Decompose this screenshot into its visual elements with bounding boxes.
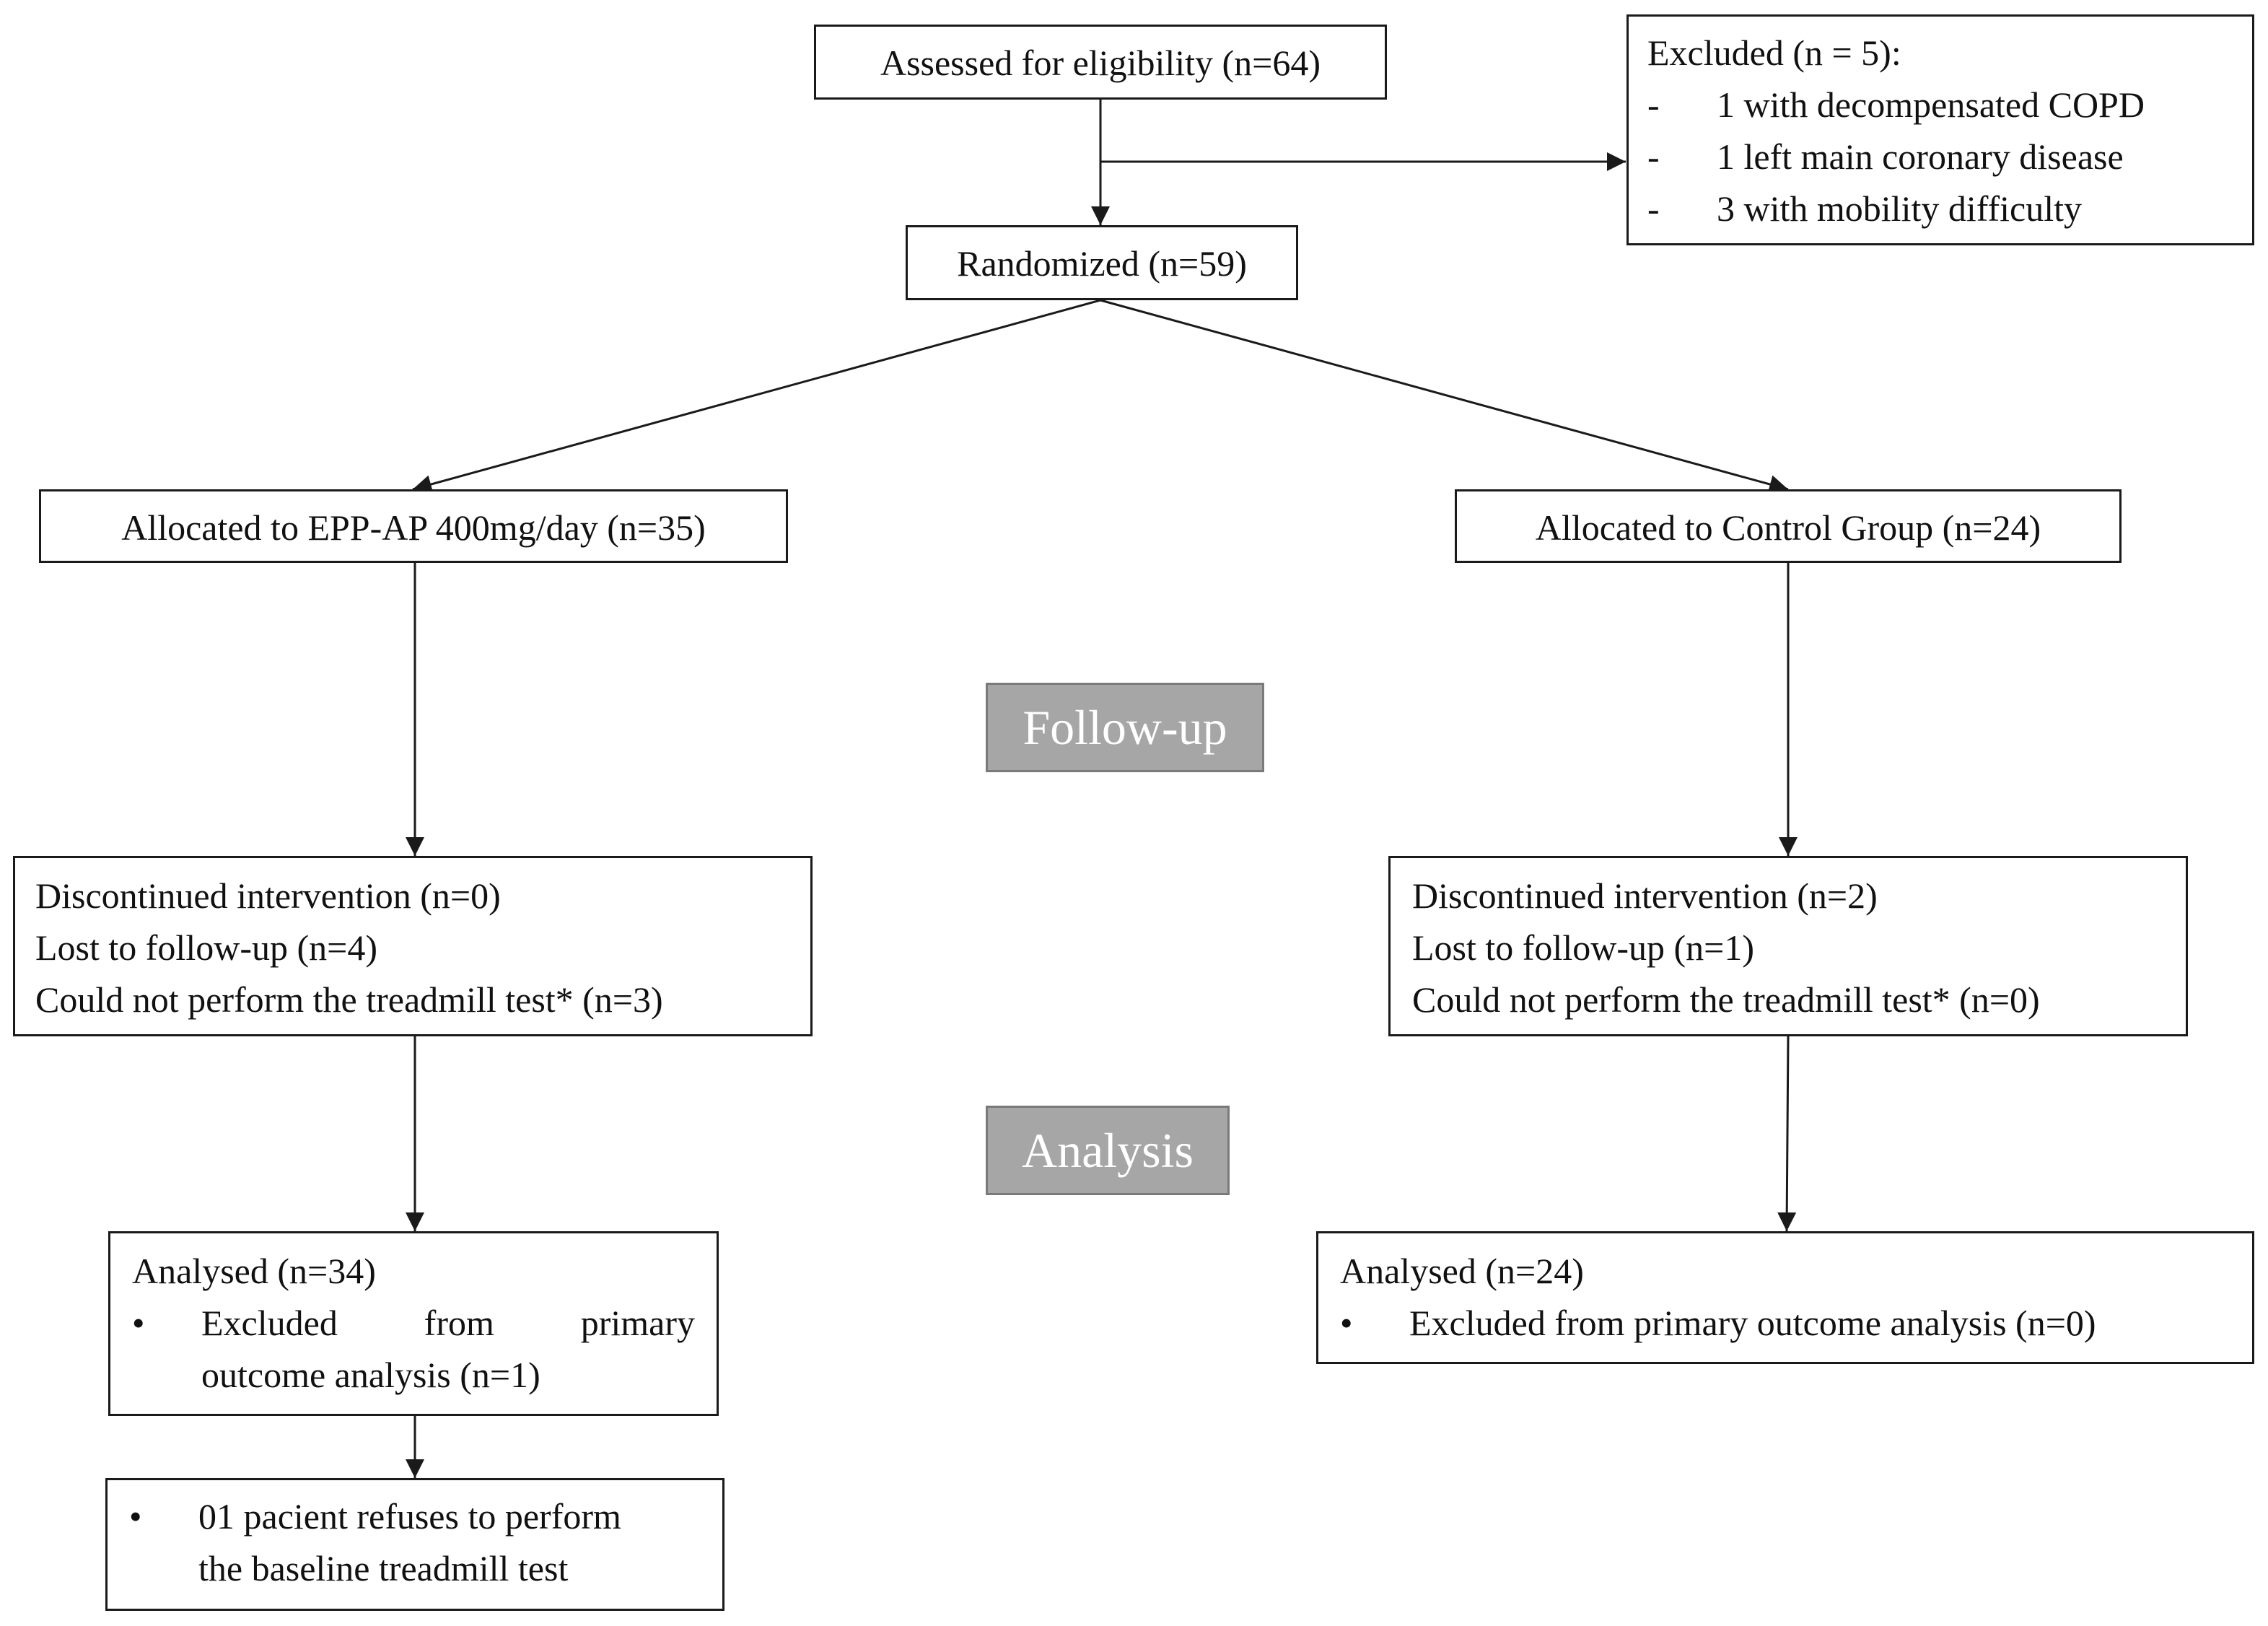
followup-epp-box: Discontinued intervention (n=0) Lost to … bbox=[13, 856, 813, 1036]
analysis-banner: Analysis bbox=[986, 1106, 1230, 1195]
followup-banner-text: Follow-up bbox=[1023, 700, 1227, 755]
bullet-text: Excluded from primary outcome analysis (… bbox=[1409, 1303, 2096, 1343]
excluded-item: - 1 left main coronary disease bbox=[1647, 131, 2252, 183]
analysed-control-box: Analysed (n=24) • Excluded from primary … bbox=[1316, 1231, 2254, 1364]
word: primary bbox=[580, 1303, 695, 1343]
treadmill-text: Could not perform the treadmill test* (n… bbox=[1412, 979, 2040, 1020]
dash-marker: - bbox=[1647, 136, 1660, 177]
word: Excluded bbox=[201, 1303, 338, 1343]
bullet-line: outcome analysis (n=1) bbox=[201, 1355, 540, 1395]
excluded-item-text: 3 with mobility difficulty bbox=[1717, 188, 2083, 229]
bullet-marker: • bbox=[1340, 1303, 1353, 1343]
refusal-line: 01 pacient refuses to perform bbox=[198, 1496, 621, 1537]
excluded-box: Excluded (n = 5): - 1 with decompensated… bbox=[1626, 14, 2254, 245]
excluded-item-text: 1 left main coronary disease bbox=[1717, 136, 2124, 177]
lost-followup-text: Lost to follow-up (n=4) bbox=[35, 927, 377, 968]
bullet-line: Excluded from primary bbox=[201, 1297, 695, 1349]
analysed-title: Analysed (n=34) bbox=[132, 1251, 376, 1291]
discontinued-text: Discontinued intervention (n=2) bbox=[1412, 875, 1878, 916]
allocated-control-box: Allocated to Control Group (n=24) bbox=[1455, 489, 2122, 563]
dash-marker: - bbox=[1647, 188, 1660, 229]
analysed-bullet-item: • Excluded from primary outcome analysis… bbox=[1340, 1297, 2252, 1349]
allocated-control-text: Allocated to Control Group (n=24) bbox=[1535, 507, 2041, 548]
bullet-marker: • bbox=[132, 1303, 145, 1343]
allocated-epp-box: Allocated to EPP-AP 400mg/day (n=35) bbox=[39, 489, 788, 563]
randomized-text: Randomized (n=59) bbox=[957, 243, 1247, 284]
randomized-box: Randomized (n=59) bbox=[906, 225, 1298, 300]
arrow-randomized-to-epp bbox=[412, 299, 1101, 494]
refusal-box: • 01 pacient refuses to perform the base… bbox=[105, 1478, 724, 1611]
followup-banner: Follow-up bbox=[986, 683, 1264, 772]
analysis-banner-text: Analysis bbox=[1022, 1123, 1194, 1178]
assessed-box: Assessed for eligibility (n=64) bbox=[814, 25, 1387, 100]
treadmill-text: Could not perform the treadmill test* (n… bbox=[35, 979, 663, 1020]
refusal-bullet-item: • 01 pacient refuses to perform the base… bbox=[129, 1490, 722, 1594]
allocated-epp-text: Allocated to EPP-AP 400mg/day (n=35) bbox=[121, 507, 706, 548]
analysed-bullet-item: • Excluded from primary outcome analysis… bbox=[132, 1297, 695, 1401]
excluded-item-text: 1 with decompensated COPD bbox=[1717, 84, 2145, 125]
excluded-item: - 1 with decompensated COPD bbox=[1647, 79, 2252, 131]
arrow-followup-to-analysed-control bbox=[1777, 1036, 1797, 1232]
dash-marker: - bbox=[1647, 84, 1660, 125]
followup-control-box: Discontinued intervention (n=2) Lost to … bbox=[1388, 856, 2188, 1036]
analysed-title: Analysed (n=24) bbox=[1340, 1251, 1584, 1291]
lost-followup-text: Lost to follow-up (n=1) bbox=[1412, 927, 1754, 968]
refusal-line: the baseline treadmill test bbox=[198, 1548, 569, 1588]
discontinued-text: Discontinued intervention (n=0) bbox=[35, 875, 501, 916]
assessed-text: Assessed for eligibility (n=64) bbox=[880, 43, 1321, 83]
excluded-title: Excluded (n = 5): bbox=[1647, 32, 1901, 73]
arrow-randomized-to-control bbox=[1100, 299, 1789, 494]
word: from bbox=[424, 1303, 494, 1343]
analysed-epp-box: Analysed (n=34) • Excluded from primary … bbox=[108, 1231, 719, 1416]
excluded-item: - 3 with mobility difficulty bbox=[1647, 183, 2252, 235]
bullet-marker: • bbox=[129, 1496, 142, 1537]
